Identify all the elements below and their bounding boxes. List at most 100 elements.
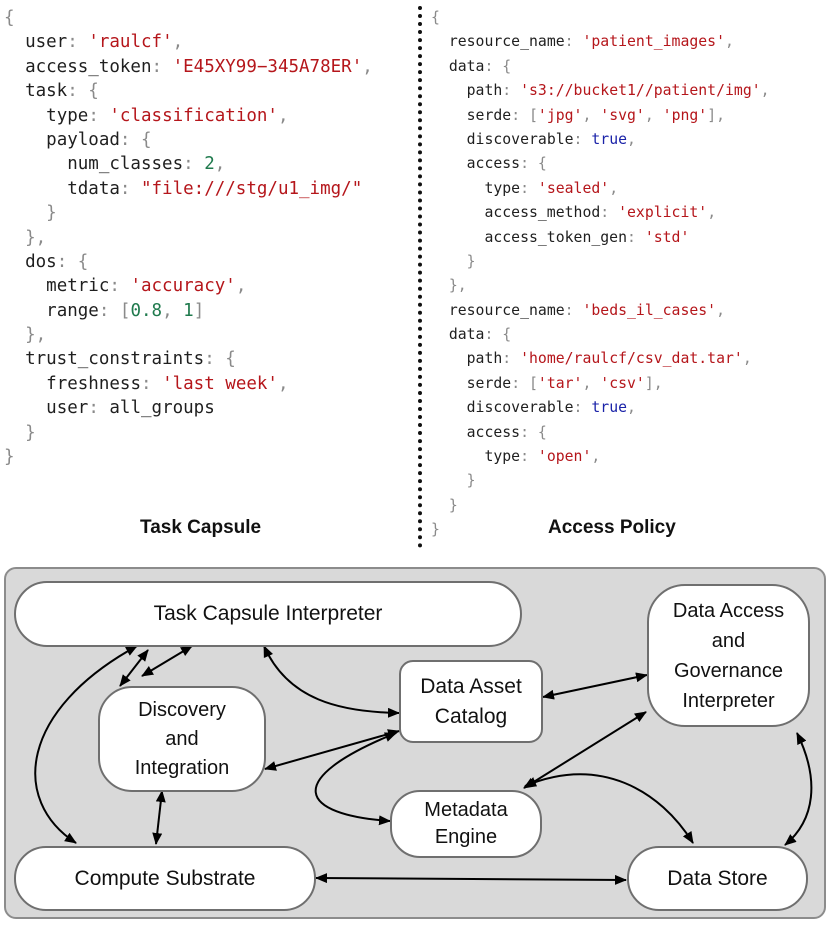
arrow-catalog-governance — [542, 672, 648, 700]
code-line: } — [4, 421, 373, 445]
code-token: : [ — [511, 106, 538, 124]
code-token: : — [564, 33, 583, 51]
code-line: }, — [4, 226, 373, 250]
code-token: , — [214, 154, 226, 175]
code-token: } — [431, 252, 476, 270]
code-token: payload — [46, 129, 120, 150]
arrow-tci-catalog — [263, 645, 400, 718]
code-token: : [ — [98, 300, 131, 321]
code-token: : — [109, 276, 131, 297]
code-line: payload: { — [4, 128, 373, 152]
code-line: range: [0.8, 1] — [4, 299, 373, 323]
code-token: : { — [520, 423, 547, 441]
code-line: resource_name: 'patient_images', — [431, 30, 770, 54]
code-token: } — [4, 203, 57, 224]
data-asset-catalog-node: Data Asset Catalog — [399, 660, 543, 743]
code-line: } — [431, 518, 770, 542]
code-line: user: all_groups — [4, 396, 373, 420]
code-token: : — [573, 130, 592, 148]
code-token: 'png' — [662, 106, 708, 124]
code-token: resource_name — [448, 33, 565, 51]
code-token: serde — [466, 106, 512, 124]
code-token: metric — [46, 276, 110, 297]
arrow-governance-metadata — [523, 711, 647, 789]
code-token: type — [484, 179, 521, 197]
code-token: , — [707, 204, 717, 222]
code-token: resource_name — [448, 301, 565, 319]
code-token: user — [25, 32, 68, 53]
code-token: : — [88, 105, 110, 126]
code-token: tdata — [67, 178, 120, 199]
code-token: : { — [119, 129, 152, 150]
data-store-node: Data Store — [627, 846, 808, 911]
code-token: , — [644, 106, 663, 124]
code-token: : — [564, 301, 583, 319]
code-line: } — [431, 469, 770, 493]
code-line: }, — [431, 274, 770, 298]
code-token: : { — [204, 349, 236, 370]
code-token: discoverable — [466, 130, 574, 148]
code-token: , — [172, 32, 184, 53]
discovery-integration-node: Discovery and Integration — [98, 686, 266, 792]
arrow-tci-discovery-2 — [141, 645, 193, 677]
code-line: } — [431, 250, 770, 274]
code-token: : — [67, 32, 89, 53]
code-token: num_classes — [67, 154, 184, 175]
code-line: serde: ['jpg', 'svg', 'png'], — [431, 104, 770, 128]
access-policy-caption: Access Policy — [548, 517, 676, 538]
arrow-governance-datastore — [784, 732, 813, 846]
code-token: , — [277, 105, 289, 126]
code-token: access_token — [25, 56, 152, 77]
code-token: : — [502, 82, 521, 100]
code-token: access_method — [484, 204, 601, 222]
code-token: 'beds_il_cases' — [582, 301, 717, 319]
code-token: 'raulcf' — [88, 32, 173, 53]
code-token: : — [573, 399, 592, 417]
arrow-tci-discovery-1 — [119, 649, 149, 687]
code-token: range — [46, 300, 99, 321]
code-token: 'open' — [537, 448, 592, 466]
code-line: discoverable: true, — [431, 128, 770, 152]
code-token: path — [466, 350, 503, 368]
code-token: : — [140, 373, 163, 394]
code-token: 'csv' — [600, 374, 645, 392]
code-token: true — [591, 130, 628, 148]
code-token: 'explicit' — [618, 204, 708, 222]
arrow-catalog-metadata — [314, 732, 397, 826]
code-token: 'svg' — [600, 106, 645, 124]
code-line: path: 's3://bucket1//patient/img', — [431, 79, 770, 103]
code-token: dos — [25, 251, 57, 272]
code-line: access: { — [431, 421, 770, 445]
code-line: discoverable: true, — [431, 396, 770, 420]
code-token: discoverable — [466, 399, 574, 417]
code-line: access: { — [431, 152, 770, 176]
code-token: serde — [466, 374, 512, 392]
code-line: serde: ['tar', 'csv'], — [431, 372, 770, 396]
code-token: { — [431, 9, 440, 26]
code-token: access — [466, 423, 521, 441]
code-token: all_groups — [109, 398, 215, 419]
code-line: { — [431, 6, 770, 30]
code-token: , — [725, 33, 734, 51]
code-line: tdata: "file:///stg/u1_img/" — [4, 177, 373, 201]
code-line: access_token_gen: 'std' — [431, 226, 770, 250]
code-line: freshness: 'last week', — [4, 372, 373, 396]
code-token: 1 — [183, 300, 194, 321]
code-token: : — [88, 398, 110, 419]
code-token: : { — [56, 251, 89, 272]
code-token: , — [716, 301, 726, 319]
code-line: metric: 'accuracy', — [4, 274, 373, 298]
code-token: , — [609, 179, 619, 197]
code-line: } — [4, 445, 373, 469]
dotted-divider — [418, 6, 422, 548]
code-token: : — [183, 154, 205, 175]
code-token: , — [235, 276, 247, 297]
code-token: } — [4, 447, 15, 468]
code-line: path: 'home/raulcf/csv_dat.tar', — [431, 347, 770, 371]
code-line: access_token: 'E45XY99−345A78ER', — [4, 55, 373, 79]
code-token: path — [466, 82, 503, 100]
code-line: user: 'raulcf', — [4, 30, 373, 54]
code-token: , — [362, 56, 373, 77]
arrow-discovery-catalog — [264, 729, 400, 771]
